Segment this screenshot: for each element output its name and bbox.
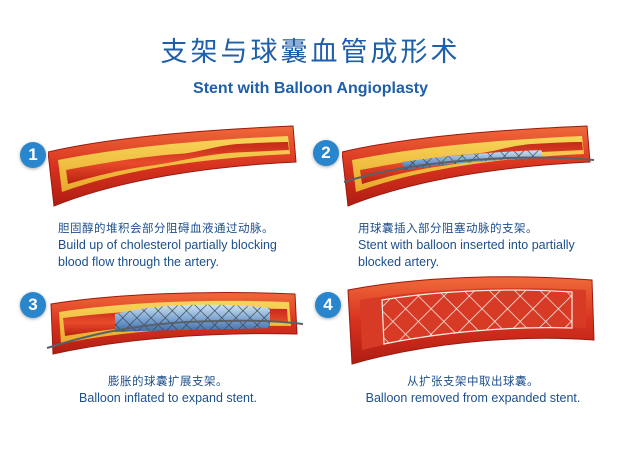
title-chinese: 支架与球囊血管成形术 [160,37,461,68]
step-3-caption-cn: 膨胀的球囊扩展支架。 [108,374,228,388]
step-1-caption-cn: 胆固醇的堆积会部分阻碍血液通过动脉。 [58,221,274,235]
title-english: Stent with Balloon Angioplasty [193,80,428,97]
step-3-caption-en-1: Balloon inflated to expand stent. [79,391,257,405]
step-4-caption: 从扩张支架中取出球囊。 Balloon removed from expande… [348,373,598,407]
step-2-caption: 用球囊插入部分阻塞动脉的支架。 Stent with balloon inser… [358,220,608,271]
step-1-badge: 1 [20,142,46,168]
artery-balloon-inflated-illustration [46,291,304,355]
step-1-caption-en-1: Build up of cholesterol partially blocki… [58,238,277,252]
artery-plaque-illustration [48,125,297,207]
step-2-caption-cn: 用球囊插入部分阻塞动脉的支架。 [358,221,538,235]
step-1-caption-en-2: blood flow through the artery. [58,255,219,269]
artery-expanded-stent-illustration [347,276,595,365]
step-3-caption: 膨胀的球囊扩展支架。 Balloon inflated to expand st… [58,373,278,407]
artery-stent-insert-illustration [342,125,595,207]
step-4-badge: 4 [315,292,341,318]
step-2-caption-en-2: blocked artery. [358,255,440,269]
step-2-badge: 2 [313,140,339,166]
step-2-caption-en-1: Stent with balloon inserted into partial… [358,238,575,252]
step-4-caption-en-1: Balloon removed from expanded stent. [365,391,581,405]
step-3-badge: 3 [20,292,46,318]
step-1-caption: 胆固醇的堆积会部分阻碍血液通过动脉。 Build up of cholester… [58,220,308,271]
step-4-caption-cn: 从扩张支架中取出球囊。 [407,374,539,388]
